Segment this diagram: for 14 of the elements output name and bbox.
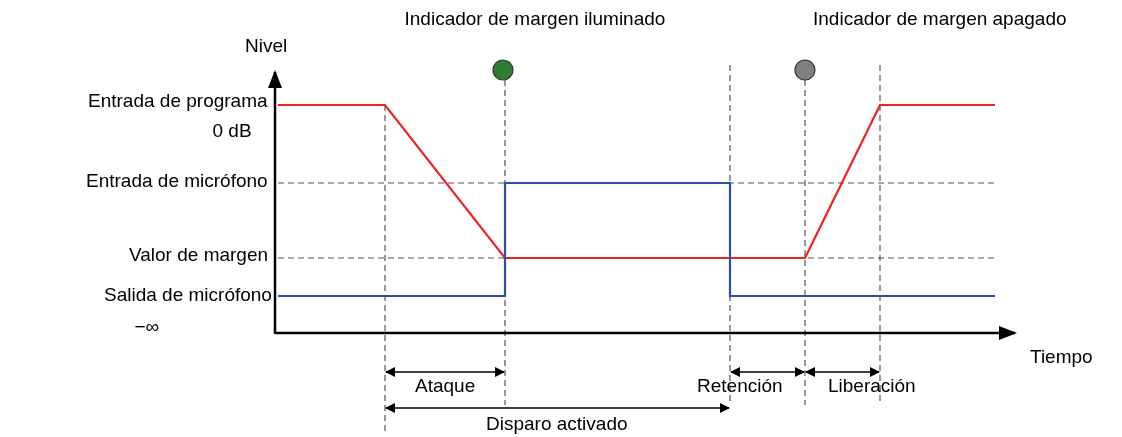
indicator-caption: Indicador de margen iluminado — [404, 8, 666, 30]
level-label: Valor de margen — [129, 244, 269, 266]
interval-label: Retención — [697, 375, 783, 397]
axis-title: Nivel — [245, 35, 288, 57]
interval-label: Disparo activado — [486, 413, 628, 435]
axis-title: Tiempo — [1030, 346, 1093, 368]
interval-label: Ataque — [415, 375, 476, 397]
level-label: 0 dB — [212, 120, 252, 142]
level-label: Salida de micrófono — [104, 284, 272, 306]
indicator-caption: Indicador de margen apagado — [813, 8, 1067, 30]
interval-label: Liberación — [828, 375, 916, 397]
level-label: Entrada de programa — [88, 90, 268, 112]
level-label: Entrada de micrófono — [86, 170, 268, 192]
level-label: −∞ — [134, 316, 160, 338]
